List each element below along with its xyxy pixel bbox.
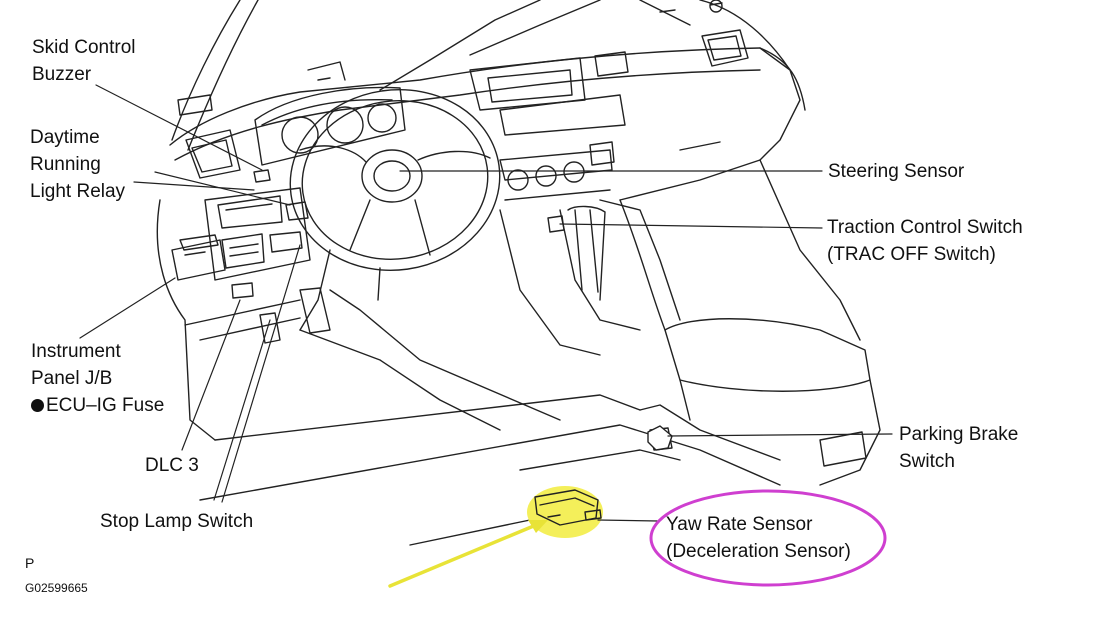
label-line: Instrument	[31, 341, 121, 362]
label-parking-brake-switch: Parking Brake Switch	[899, 421, 1018, 475]
label-line: Stop Lamp Switch	[100, 511, 254, 532]
dashboard	[169, 0, 806, 201]
label-line-with-bullet: ECU–IG Fuse	[31, 392, 164, 419]
label-yaw-rate-sensor: Yaw Rate Sensor (Deceleration Sensor)	[666, 511, 851, 565]
parking-brake-switch-graphic	[647, 425, 673, 451]
label-steering-sensor: Steering Sensor	[828, 158, 964, 185]
label-line: Panel J/B	[31, 368, 113, 389]
label-stop-lamp-switch: Stop Lamp Switch	[100, 508, 253, 535]
label-line: Traction Control Switch	[827, 217, 1023, 238]
floor	[199, 289, 781, 546]
label-line: Parking Brake	[899, 424, 1019, 445]
label-skid-control-buzzer: Skid Control Buzzer	[32, 34, 136, 88]
leader-lines	[79, 84, 893, 522]
yaw-rate-sensor-graphic	[527, 486, 603, 538]
label-traction-control-switch: Traction Control Switch (TRAC OFF Switch…	[827, 214, 1023, 268]
instrument-cluster	[254, 61, 406, 166]
label-line: Steering Sensor	[828, 161, 965, 182]
label-line: Light Relay	[30, 181, 126, 202]
label-line: (Deceleration Sensor)	[666, 541, 851, 562]
lower-left-panel	[156, 169, 331, 441]
label-line: Yaw Rate Sensor	[666, 514, 813, 535]
steering-wheel	[289, 88, 501, 331]
label-line: Running	[30, 154, 101, 175]
label-line: DLC 3	[145, 455, 199, 476]
label-dlc3: DLC 3	[145, 452, 199, 479]
figure-code: G02599665	[25, 581, 88, 595]
label-daytime-running-light-relay: Daytime Running Light Relay	[30, 124, 125, 205]
bullet-dot-icon	[31, 399, 44, 412]
callout-ellipse	[649, 489, 887, 587]
label-line: Switch	[899, 451, 955, 472]
label-line: Skid Control	[32, 37, 136, 58]
label-instrument-panel-jb: Instrument Panel J/B ECU–IG Fuse	[31, 338, 164, 419]
label-line: (TRAC OFF Switch)	[827, 244, 996, 265]
label-line: Buzzer	[32, 64, 92, 85]
label-line: Daytime	[30, 127, 100, 148]
highlight-arrow	[388, 520, 548, 588]
windshield-frame	[171, 0, 791, 151]
label-fuse: ECU–IG Fuse	[46, 395, 165, 416]
page-marker: P	[25, 555, 35, 571]
